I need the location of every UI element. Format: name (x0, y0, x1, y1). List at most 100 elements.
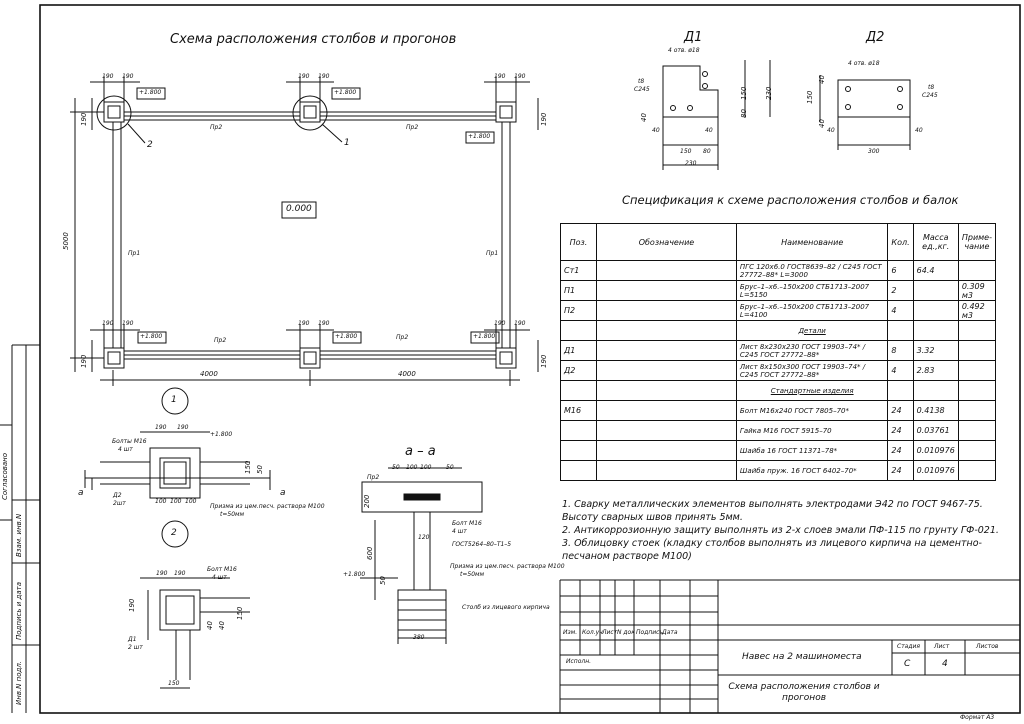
spec-cell-qty (887, 380, 914, 401)
section-prism-t: t=50мм (460, 571, 485, 578)
spec-cell-mass: 3.32 (912, 340, 959, 361)
dim-bot-3: 190 (298, 320, 310, 327)
spec-cell-name: Брус–1–х6.–150х200 СТБ1713–2007 L=4100 (735, 300, 889, 321)
label-pr2-top-left: Пр2 (210, 124, 223, 131)
spec-cell-code (595, 460, 737, 481)
d1-thickness: t8 (638, 78, 645, 85)
note-3: 3. Облицовку стоек (кладку столбов выпол… (562, 538, 982, 562)
dim-4000-right: 4000 (398, 370, 416, 378)
label-pr2-bot-right: Пр2 (396, 334, 409, 341)
node2-dim-v-40b: 40 (218, 621, 226, 630)
side-soglasovano: Согласовано (1, 452, 9, 500)
plan-drawing (70, 76, 539, 386)
spec-cell-name: Детали (735, 320, 889, 341)
d1-dim-80: 80 (703, 148, 711, 155)
d1-dim-230: 230 (685, 160, 697, 167)
spec-cell-note (957, 260, 997, 281)
section-dim-100a: 100 (406, 464, 418, 471)
node1-dim-150: 150 (244, 460, 252, 474)
section-dim-50c: 50 (379, 576, 387, 585)
node1-d2: Д2 (113, 492, 122, 499)
spec-cell-pos (560, 460, 597, 481)
d2-dim-v-40-b: 40 (818, 119, 826, 128)
spec-cell-code (595, 340, 737, 361)
spec-cell-qty: 4 (887, 300, 914, 321)
node2-dim-v-150: 150 (236, 606, 244, 620)
side-inv: Инв.N подл. (15, 660, 23, 705)
note-1: 1. Сварку металлических элементов выполн… (562, 499, 983, 523)
node2-d1: Д1 (128, 636, 137, 643)
spec-cell-note (957, 440, 997, 461)
spec-cell-mass: 64.4 (912, 260, 959, 281)
dim-top-5: 190 (494, 73, 506, 80)
node2-dim-v-40a: 40 (206, 621, 214, 630)
spec-cell-qty (887, 320, 914, 341)
spec-cell-mass: 0.010976 (912, 460, 959, 481)
spec-cell-note (957, 400, 997, 421)
section-dim-120: 120 (418, 534, 430, 541)
spec-cell-pos: П1 (560, 280, 597, 301)
spec-cell-pos: Д1 (560, 340, 597, 361)
spec-cell-mass: 0.010976 (912, 440, 959, 461)
node1-dim-190b: 190 (177, 424, 189, 431)
spec-cell-code (595, 380, 737, 401)
spec-cell-pos: Д2 (560, 360, 597, 381)
spec-cell-note (957, 320, 997, 341)
level-mark-1: +1.800 (139, 89, 162, 96)
spec-cell-qty: 8 (887, 340, 914, 361)
plates-drawing (662, 60, 911, 170)
spec-row: Детали (560, 320, 997, 341)
d1-dim-v-80: 80 (740, 109, 748, 118)
dim-bot-1: 190 (102, 320, 114, 327)
spec-cell-note (957, 460, 997, 481)
spec-cell-code (595, 300, 737, 321)
d2-dim-300: 300 (868, 148, 880, 155)
spec-cell-mass: 2.83 (912, 360, 959, 381)
d2-dim-40-a: 40 (827, 127, 835, 134)
stamp-sheet-label: Лист (934, 643, 950, 650)
stamp-role: Исполн. (566, 658, 592, 665)
callout-1: 1 (344, 138, 350, 148)
level-mark-6: +1.800 (473, 333, 496, 340)
node1-dim-190a: 190 (155, 424, 167, 431)
notes: 1. Сварку металлических элементов выполн… (562, 498, 1014, 563)
stamp-format: Формат А3 (960, 714, 995, 721)
dim-top-1: 190 (102, 73, 114, 80)
node1-title: 1 (171, 395, 177, 405)
spec-cell-pos (560, 440, 597, 461)
node2-drawing (140, 520, 250, 689)
d1-dim-40-a: 40 (652, 127, 660, 134)
spec-cell-note: 0.492 м3 (957, 300, 997, 321)
d2-title: Д2 (866, 30, 885, 45)
spec-cell-name: Лист 8х150х300 ГОСТ 19903–74* / С245 ГОС… (735, 360, 889, 381)
section-dim-50a: 50 (392, 464, 400, 471)
spec-cell-code (595, 280, 737, 301)
stamp-sheets-label: Листов (976, 643, 999, 650)
section-dim-380: 380 (413, 634, 425, 641)
spec-cell-name: Брус–1–х6.–150х200 СТБ1713–2007 L=5150 (735, 280, 889, 301)
d2-grade: С245 (922, 92, 938, 99)
spec-cell-qty: 24 (887, 420, 914, 441)
stamp-h-list: Лист (602, 629, 618, 636)
spec-header-qty: Кол. (887, 223, 914, 261)
spec-cell-code (595, 260, 737, 281)
spec-cell-name: Болт М16х240 ГОСТ 7805–70* (735, 400, 889, 421)
spec-cell-note: 0.309 м3 (957, 280, 997, 301)
spec-cell-pos: М16 (560, 400, 597, 421)
d2-holes: 4 отв. ø18 (848, 60, 880, 67)
spec-title: Спецификация к схеме расположения столбо… (622, 193, 959, 207)
d2-thickness: t8 (928, 84, 935, 91)
level-mark-5: +1.800 (335, 333, 358, 340)
stamp-sheet: 4 (942, 659, 948, 669)
section-gost: ГОСТ5264–80–Т1–5 (452, 541, 512, 548)
node1-bolts: Болты М16 (112, 438, 147, 445)
spec-cell-code (595, 440, 737, 461)
spec-cell-name: ПГС 120х6.0 ГОСТ8639–82 / С245 ГОСТ 2777… (735, 260, 889, 281)
spec-cell-name: Шайба пруж. 16 ГОСТ 6402–70* (735, 460, 889, 481)
stamp-h-sign: Подпись (636, 629, 663, 636)
dim-top-6: 190 (514, 73, 526, 80)
